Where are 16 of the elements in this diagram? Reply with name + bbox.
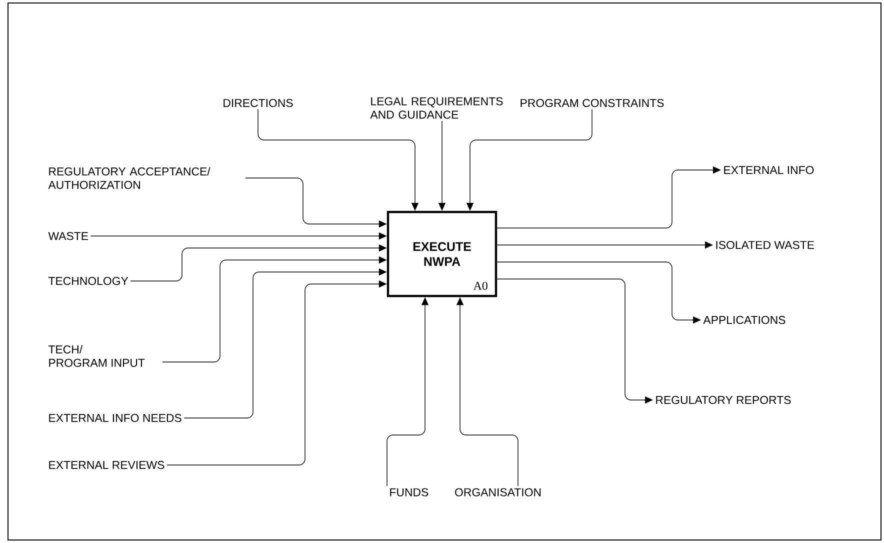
arrow-label: EXTERNAL REVIEWS (49, 460, 164, 470)
arrow-label: TECH/ PROGRAM INPUT (48, 345, 145, 367)
arrow-label: EXTERNAL INFO (724, 166, 814, 174)
arrow-label: ISOLATED WASTE (716, 240, 814, 250)
arrow-label: EXTERNAL INFO NEEDS (49, 414, 182, 422)
arrow-label: FUNDS (390, 488, 428, 496)
arrow-label: LEGAL REQUIREMENTS AND GUIDANCE (370, 97, 503, 119)
arrow-label: REGULATORY REPORTS (656, 396, 791, 404)
arrow-label: TECHNOLOGY (48, 276, 128, 286)
process-box: EXECUTE NWPA A0 (386, 210, 498, 298)
arrow-label: APPLICATIONS (703, 316, 786, 324)
arrow-label: REGULATORY ACCEPTANCE/ AUTHORIZATION (48, 167, 210, 189)
arrow-label: DIRECTIONS (224, 98, 293, 108)
arrow-label: PROGRAM CONSTRAINTS (520, 98, 664, 108)
arrow-label: ORGANISATION (455, 488, 541, 496)
arrow-label: WASTE (48, 232, 88, 240)
